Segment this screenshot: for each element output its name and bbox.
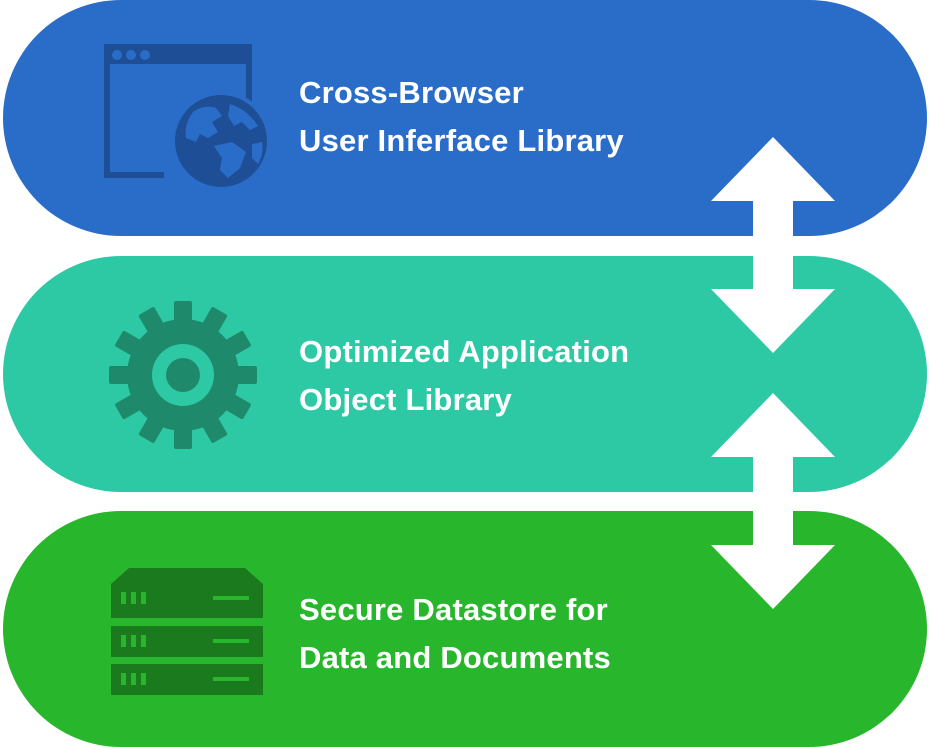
server-icon [111, 568, 263, 695]
browser-globe-icon [104, 44, 271, 191]
double-arrow-icon [711, 137, 835, 353]
datastore-label: Secure Datastore for Data and Documents [299, 586, 611, 682]
double-arrow-icon [711, 393, 835, 609]
label-line: Object Library [299, 382, 512, 417]
ui-library-layer: Cross-Browser User Inferface Library [3, 0, 927, 236]
label-line: Secure Datastore for [299, 592, 608, 627]
label-line: Data and Documents [299, 640, 611, 675]
label-line: Cross-Browser [299, 75, 524, 110]
label-line: Optimized Application [299, 334, 630, 369]
object-library-label: Optimized Application Object Library [299, 328, 629, 424]
ui-library-label: Cross-Browser User Inferface Library [299, 69, 624, 165]
label-line: User Inferface Library [299, 123, 624, 158]
gear-icon [109, 301, 257, 449]
